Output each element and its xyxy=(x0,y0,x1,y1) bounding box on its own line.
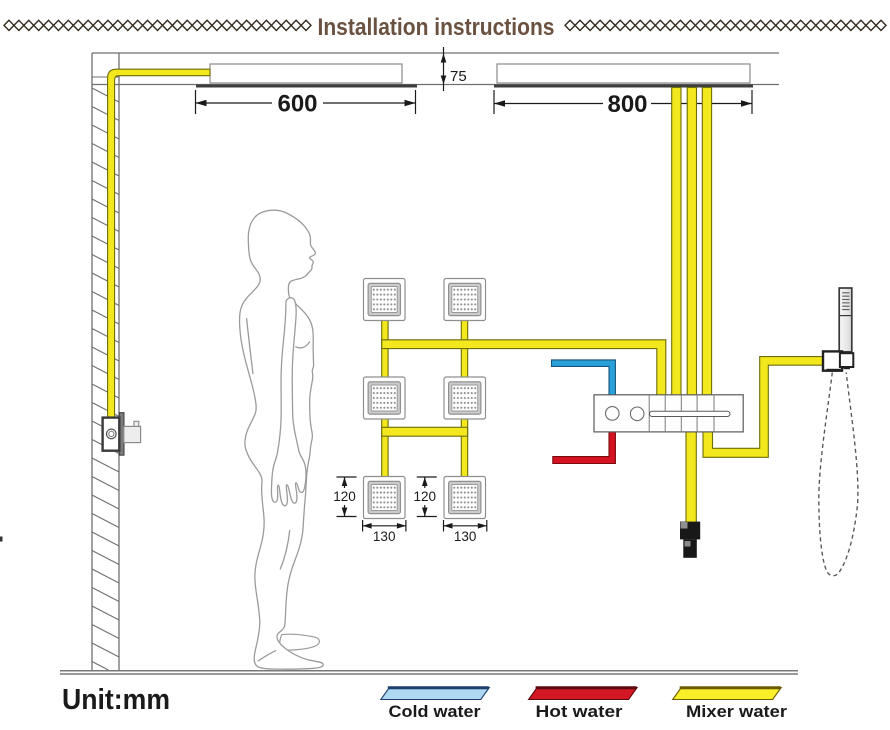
svg-text:120: 120 xyxy=(414,489,437,504)
svg-text:Hot water: Hot water xyxy=(536,703,624,721)
svg-text:75: 75 xyxy=(450,68,467,85)
svg-text:Installation instructions: Installation instructions xyxy=(318,14,555,41)
svg-text:130: 130 xyxy=(373,529,396,544)
svg-text:130: 130 xyxy=(454,529,477,544)
svg-text:Unit:mm: Unit:mm xyxy=(62,684,170,716)
svg-text:800: 800 xyxy=(607,91,647,118)
svg-text:Mixer water: Mixer water xyxy=(686,703,788,721)
svg-text:Cold water: Cold water xyxy=(389,703,482,721)
svg-text:600: 600 xyxy=(277,91,317,118)
svg-text:120: 120 xyxy=(333,489,356,504)
